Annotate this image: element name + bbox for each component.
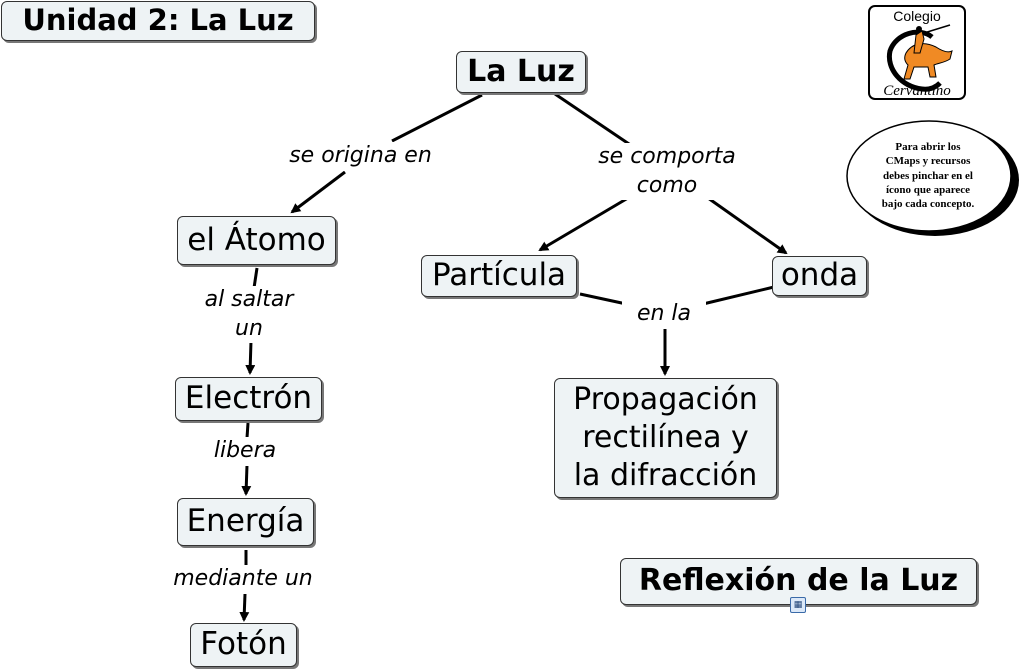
logo-top-text: Colegio <box>893 8 941 24</box>
logo-bottom-text: Cervantino <box>883 83 951 99</box>
school-logo: Colegio Cervantino <box>868 5 966 100</box>
link-libera: libera <box>205 437 285 466</box>
edge-electron-libera <box>245 422 250 439</box>
link-mediante-un: mediante un <box>161 565 325 594</box>
concept-foton[interactable]: Fotón <box>190 623 297 667</box>
note-ellipse-shape <box>846 120 1019 236</box>
concept-la-luz[interactable]: La Luz <box>456 51 586 93</box>
edge-comporta-onda <box>707 196 788 255</box>
edge-saltar-electron <box>245 340 256 375</box>
edge-mediante-foton <box>239 593 250 622</box>
note-text: Para abrir los CMaps y recursos debes pi… <box>881 141 975 211</box>
edge-comporta-particula <box>538 196 629 252</box>
edge-atomo-saltar <box>252 267 259 289</box>
edge-origina-atomo <box>290 170 346 214</box>
concept-particula[interactable]: Partícula <box>421 255 577 297</box>
link-se-comporta-como: se comporta como <box>586 143 748 201</box>
concept-energia[interactable]: Energía <box>177 498 314 546</box>
edge-onda-enla <box>702 285 775 306</box>
cmap-resource-icon[interactable]: ▦ <box>790 597 806 613</box>
concept-electron[interactable]: Electrón <box>175 377 322 421</box>
concept-el-atomo[interactable]: el Átomo <box>177 216 336 265</box>
edge-luz-origina <box>391 93 483 143</box>
edge-libera-energia <box>241 464 252 496</box>
link-se-origina-en: se origina en <box>278 142 443 171</box>
concept-onda[interactable]: onda <box>772 256 867 296</box>
link-en-la: en la <box>622 300 706 329</box>
rider-emblem-icon <box>886 24 953 92</box>
concept-reflexion-de-la-luz[interactable]: Reflexión de la Luz <box>620 558 977 605</box>
concept-propagacion[interactable]: Propagación rectilínea y la difracción <box>554 378 777 498</box>
link-al-saltar-un: al saltar un <box>193 286 305 344</box>
edge-luz-comporta <box>554 92 633 148</box>
page-title: Unidad 2: La Luz <box>1 1 315 41</box>
instructions-note: Para abrir los CMaps y recursos debes pi… <box>845 118 1021 238</box>
